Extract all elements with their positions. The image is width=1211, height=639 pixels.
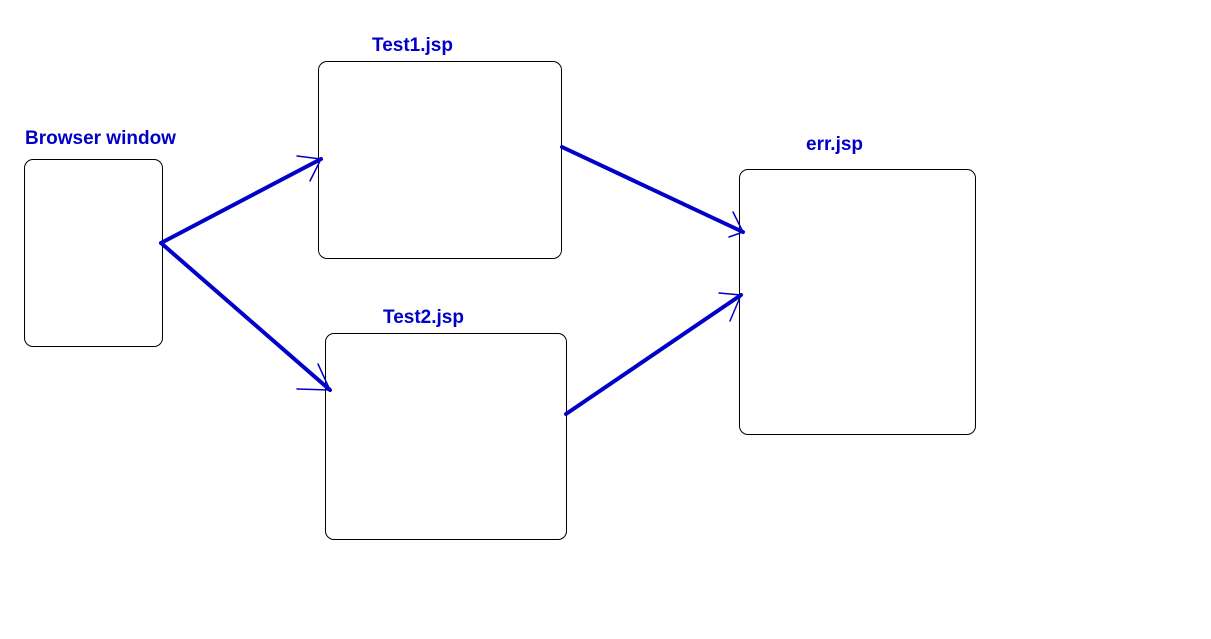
test2-jsp-box [325, 333, 567, 540]
arrow-test1-to-err [560, 145, 745, 238]
test1-jsp-box [318, 61, 562, 259]
browser-window-label: Browser window [25, 128, 176, 149]
test1-jsp-label: Test1.jsp [372, 35, 453, 56]
arrow-browser-to-test2 [159, 241, 332, 392]
test2-jsp-label: Test2.jsp [383, 307, 464, 328]
err-jsp-label: err.jsp [806, 134, 864, 155]
arrow-browser-to-test1 [159, 155, 323, 245]
err-jsp-box [739, 169, 976, 435]
arrow-test2-to-err [564, 292, 743, 416]
browser-window-box [24, 159, 163, 347]
